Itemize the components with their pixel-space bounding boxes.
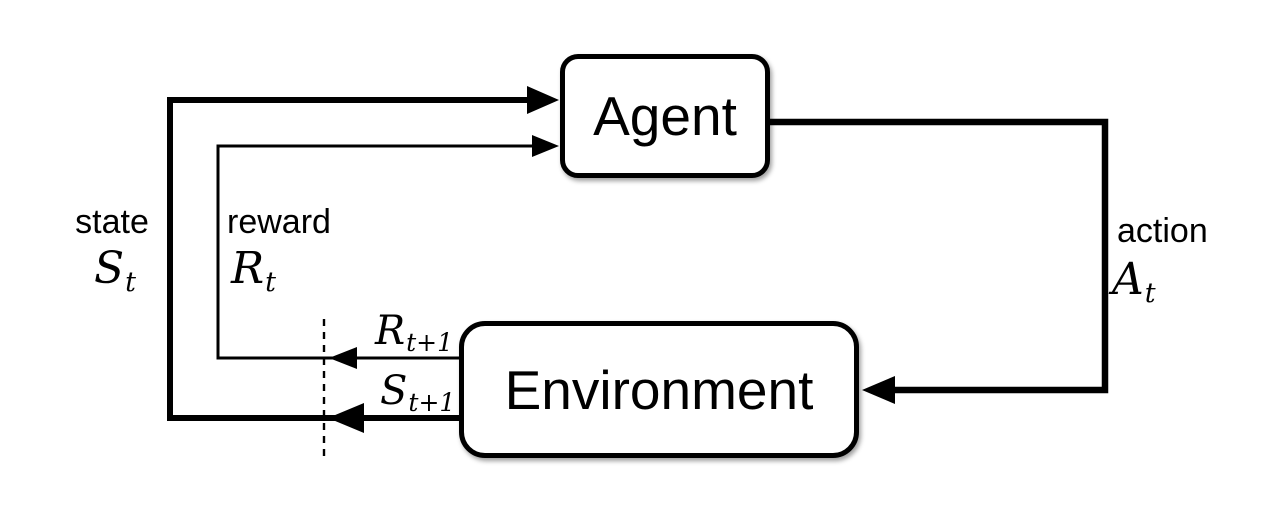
reward-symbol: Rt [231, 243, 276, 298]
next-reward-symbol: Rt+1 [375, 308, 453, 357]
action-symbol: At [1112, 254, 1156, 309]
next-reward-arrowhead-icon [329, 347, 357, 369]
state-symbol-letter: S [94, 243, 125, 294]
next-state-symbol: St+1 [380, 368, 455, 417]
agent-node-label: Agent [593, 85, 737, 147]
reward-edge-word: reward [227, 203, 331, 241]
state-to-agent-arrowhead-icon [527, 86, 559, 114]
reward-symbol-letter: R [231, 243, 265, 294]
environment-node: Environment [459, 321, 859, 458]
state-symbol-subscript: t [125, 266, 137, 298]
action-symbol-letter: A [1112, 254, 1144, 305]
action-to-environment-arrowhead-icon [862, 376, 895, 404]
state-symbol: St [94, 243, 136, 298]
reward-symbol-subscript: t [265, 266, 276, 298]
agent-node: Agent [560, 54, 770, 178]
next-state-arrowhead-icon [328, 403, 364, 433]
next-state-symbol-letter: S [380, 368, 408, 414]
environment-node-label: Environment [504, 358, 814, 421]
next-state-symbol-subscript: t+1 [408, 388, 456, 417]
action-symbol-subscript: t [1144, 277, 1156, 309]
state-edge-word: state [75, 203, 149, 241]
next-reward-symbol-letter: R [375, 308, 406, 354]
next-reward-symbol-subscript: t+1 [406, 328, 454, 357]
reward-to-agent-arrowhead-icon [532, 135, 559, 157]
action-edge-word: action [1117, 212, 1208, 250]
